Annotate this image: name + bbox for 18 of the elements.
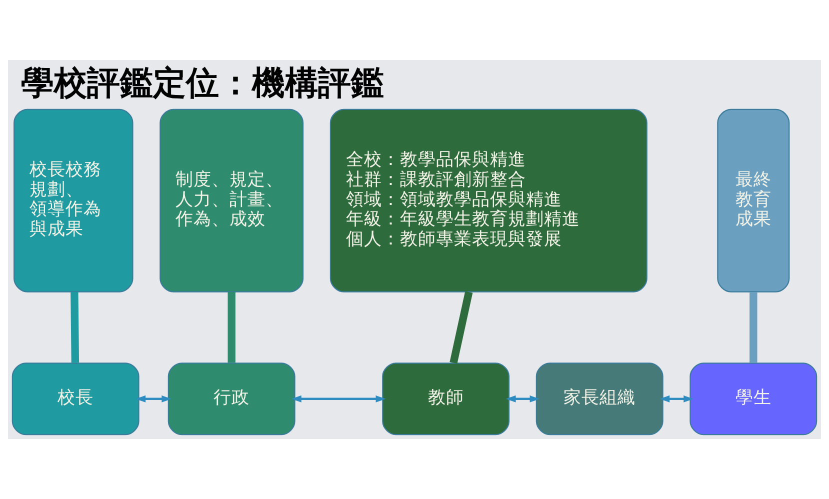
connector — [70, 292, 80, 363]
node-box: 行政 — [168, 362, 296, 436]
arrow — [136, 395, 172, 402]
node-box: 制度、規定、人力、計畫、作為、成效 — [160, 108, 304, 292]
arrow — [660, 395, 694, 402]
node-box: 學生 — [690, 362, 818, 436]
node-box: 最終教育成果 — [717, 108, 790, 292]
diagram-title: 學校評鑑定位：機構評鑑 — [21, 63, 384, 102]
arrow — [506, 395, 540, 402]
connector — [450, 291, 473, 364]
node-box: 校長校務規劃、領導作為與成果 — [14, 108, 134, 292]
node-box: 家長組織 — [536, 362, 664, 436]
connector — [228, 292, 236, 363]
node-box: 全校：教學品保與精進 社群：課教評創新整合 領域：領域教學品保與精進 年級：年級學生教育規劃精進 個人：教師專業表現與發展 — [330, 108, 648, 292]
node-box: 校長 — [12, 362, 140, 436]
node-box: 教師 — [382, 362, 510, 436]
arrow — [291, 395, 386, 402]
connector — [750, 292, 758, 363]
